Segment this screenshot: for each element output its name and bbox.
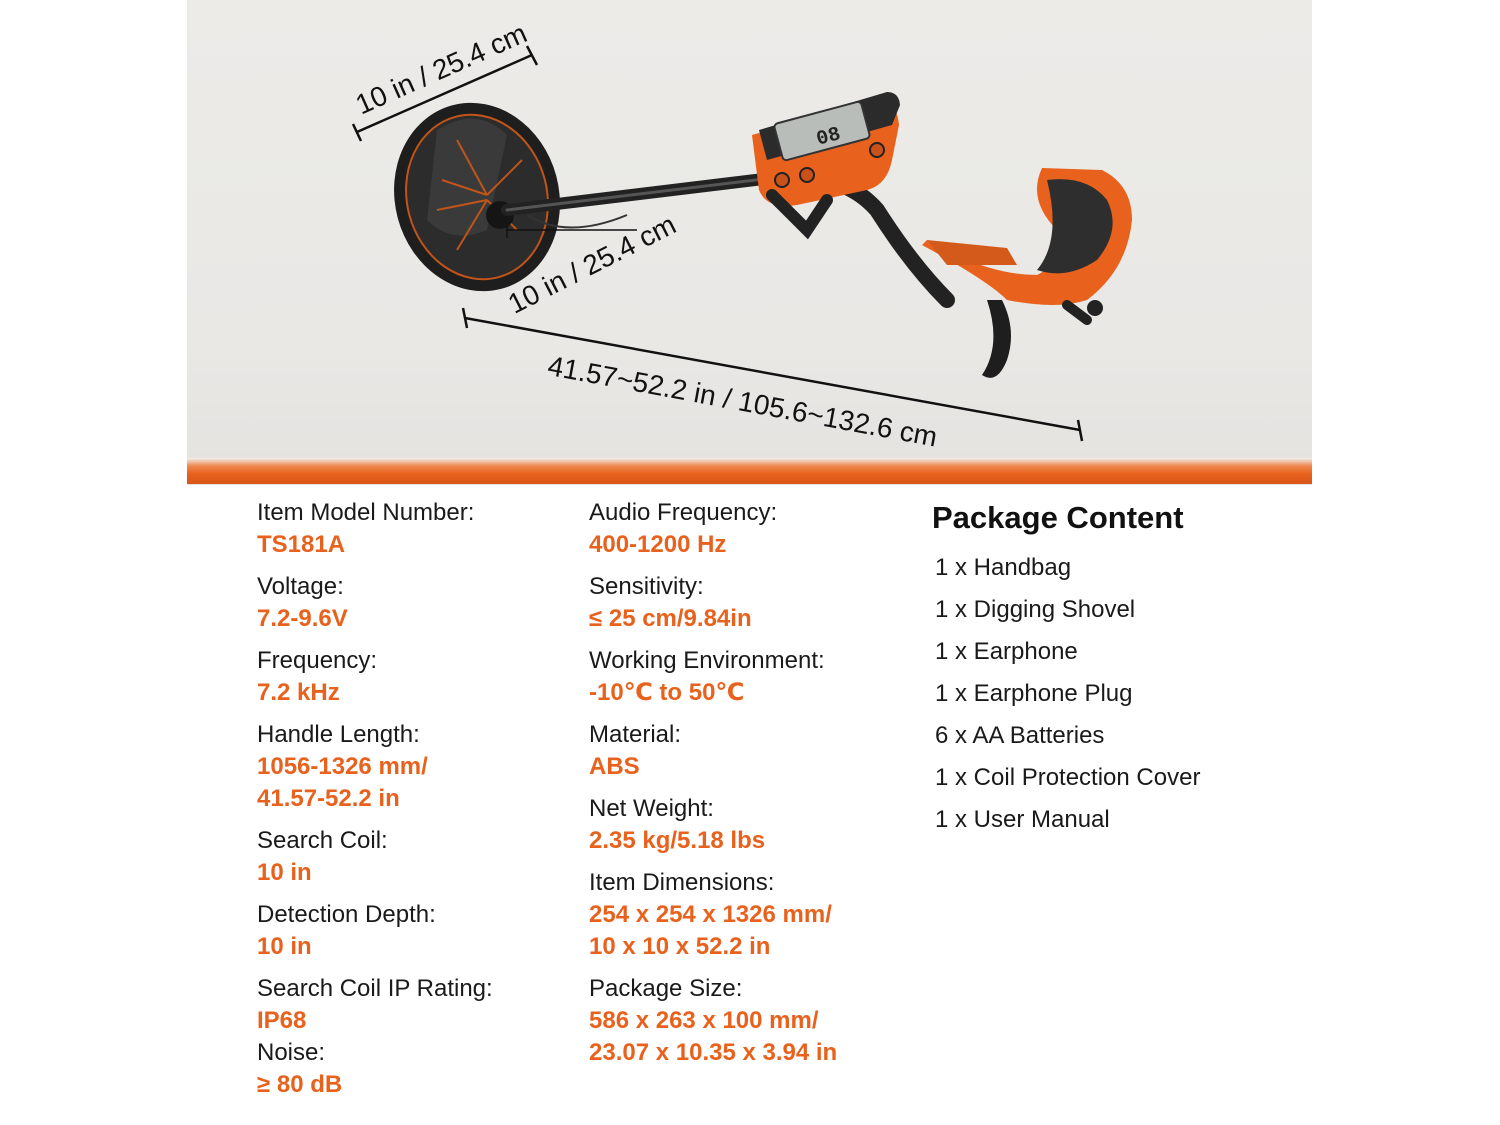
product-hero: 08 10 in / 25.4 cm 10 in / 25.4 bbox=[187, 0, 1312, 485]
spec-package-size: Package Size: 586 x 263 x 100 mm/ 23.07 … bbox=[589, 973, 837, 1079]
spec-label: Net Weight: bbox=[589, 795, 714, 822]
dimension-lines bbox=[351, 45, 1084, 442]
accent-divider bbox=[187, 458, 1312, 484]
spec-material: Material: ABS bbox=[589, 719, 837, 793]
package-item: 1 x User Manual bbox=[935, 806, 1110, 833]
spec-value: 586 x 263 x 100 mm/ bbox=[589, 1007, 819, 1034]
spec-sensitivity: Sensitivity: ≤ 25 cm/9.84in bbox=[589, 571, 837, 645]
spec-value: 10 in bbox=[257, 859, 312, 886]
spec-value: 23.07 x 10.35 x 3.94 in bbox=[589, 1039, 838, 1066]
package-item: 1 x Earphone bbox=[935, 638, 1078, 665]
spec-model-number: Item Model Number: TS181A bbox=[257, 497, 493, 571]
control-box: 08 bbox=[752, 92, 900, 240]
spec-voltage: Voltage: 7.2-9.6V bbox=[257, 571, 493, 645]
spec-label: Handle Length: bbox=[257, 721, 420, 748]
metal-detector-illustration: 08 bbox=[351, 45, 1132, 442]
spec-label: Working Environment: bbox=[589, 647, 825, 674]
spec-label: Item Dimensions: bbox=[589, 869, 775, 896]
spec-value: ≥ 80 dB bbox=[257, 1071, 343, 1098]
spec-value: 2.35 kg/5.18 lbs bbox=[589, 827, 766, 854]
spec-value: ≤ 25 cm/9.84in bbox=[589, 605, 752, 632]
spec-label: Voltage: bbox=[257, 573, 344, 600]
spec-label: Detection Depth: bbox=[257, 901, 436, 928]
spec-label: Item Model Number: bbox=[257, 499, 475, 526]
spec-label: Sensitivity: bbox=[589, 573, 704, 600]
package-content: Package Content 1 x Handbag 1 x Digging … bbox=[932, 497, 1200, 841]
package-item: 1 x Coil Protection Cover bbox=[935, 764, 1201, 791]
package-title: Package Content bbox=[932, 500, 1184, 535]
spec-net-weight: Net Weight: 2.35 kg/5.18 lbs bbox=[589, 793, 837, 867]
spec-item-dimensions: Item Dimensions: 254 x 254 x 1326 mm/ 10… bbox=[589, 867, 837, 973]
spec-value: 400-1200 Hz bbox=[589, 531, 727, 558]
specs-right-column: Audio Frequency: 400-1200 Hz Sensitivity… bbox=[589, 497, 837, 1079]
package-item: 1 x Handbag bbox=[935, 554, 1072, 581]
arm-rest bbox=[922, 168, 1132, 378]
spec-label: Audio Frequency: bbox=[589, 499, 778, 526]
spec-detection-depth: Detection Depth: 10 in bbox=[257, 899, 493, 973]
spec-value: 10 in bbox=[257, 933, 312, 960]
spec-label: Noise: bbox=[257, 1039, 326, 1066]
spec-audio-frequency: Audio Frequency: 400-1200 Hz bbox=[589, 497, 837, 571]
spec-noise: Noise: ≥ 80 dB bbox=[257, 1037, 493, 1101]
spec-ip-rating: Search Coil IP Rating: IP68 bbox=[257, 973, 493, 1037]
spec-value: TS181A bbox=[257, 531, 346, 558]
package-item: 1 x Digging Shovel bbox=[935, 596, 1136, 623]
spec-label: Search Coil IP Rating: bbox=[257, 975, 493, 1002]
package-item: 1 x Earphone Plug bbox=[935, 680, 1133, 707]
spec-value: 10 x 10 x 52.2 in bbox=[589, 933, 771, 960]
spec-value: -10℃ to 50℃ bbox=[589, 679, 745, 706]
spec-search-coil: Search Coil: 10 in bbox=[257, 825, 493, 899]
search-coil bbox=[394, 102, 560, 292]
spec-label: Search Coil: bbox=[257, 827, 388, 854]
spec-value: 7.2 kHz bbox=[257, 679, 340, 706]
spec-label: Material: bbox=[589, 721, 682, 748]
spec-value: 254 x 254 x 1326 mm/ bbox=[589, 901, 832, 928]
spec-handle-length: Handle Length: 1056-1326 mm/ 41.57-52.2 … bbox=[257, 719, 493, 825]
spec-label: Frequency: bbox=[257, 647, 378, 674]
specs-left-column: Item Model Number: TS181A Voltage: 7.2-9… bbox=[257, 497, 493, 1101]
spec-value: IP68 bbox=[257, 1007, 307, 1034]
spec-value: 41.57-52.2 in bbox=[257, 785, 400, 812]
spec-value: 7.2-9.6V bbox=[257, 605, 348, 632]
spec-value: 1056-1326 mm/ bbox=[257, 753, 428, 780]
spec-value: ABS bbox=[589, 753, 640, 780]
spec-label: Package Size: bbox=[589, 975, 743, 1002]
spec-working-environment: Working Environment: -10℃ to 50℃ bbox=[589, 645, 837, 719]
spec-frequency: Frequency: 7.2 kHz bbox=[257, 645, 493, 719]
package-item: 6 x AA Batteries bbox=[935, 722, 1105, 749]
